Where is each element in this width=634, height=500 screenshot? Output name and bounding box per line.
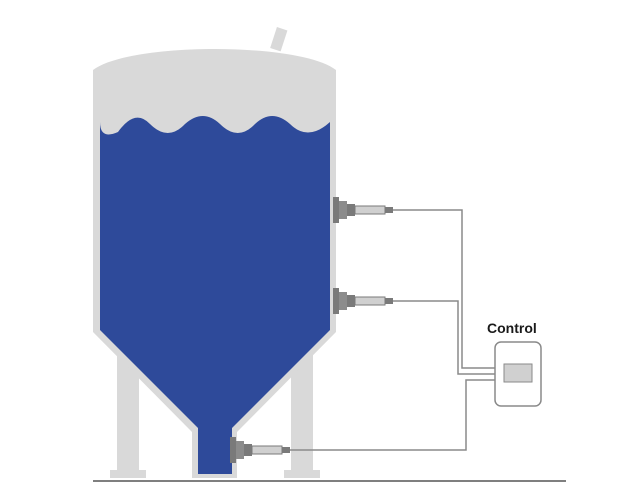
cable-middle [393,300,496,375]
cable-upper [393,209,496,369]
support-legs [110,355,320,478]
sensor-upper-flange [333,197,339,223]
silo-tank [93,27,336,478]
sensor-upper-body [354,205,386,215]
sensor-bottom-body [251,445,283,455]
sensor-bottom-flange [230,437,236,463]
silo-liquid [100,116,330,474]
control-unit: Control [487,320,542,407]
sensor-cables [290,209,496,451]
vent-pipe [270,27,288,52]
leg-left-foot [110,470,146,478]
leg-right [291,355,313,476]
cable-bottom [290,379,496,451]
sensor-middle [333,288,393,314]
sensor-upper [333,197,393,223]
sensor-bottom [230,437,290,463]
leg-left [117,355,139,476]
sensor-middle-flange [333,288,339,314]
leg-right-foot [284,470,320,478]
control-label: Control [487,320,537,336]
control-display [503,363,533,383]
sensor-middle-body [354,296,386,306]
